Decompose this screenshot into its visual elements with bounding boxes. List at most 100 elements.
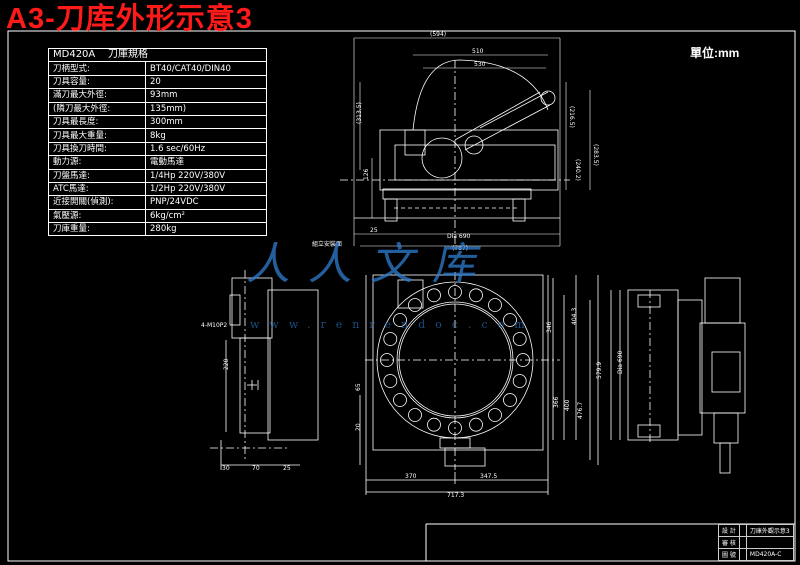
tool-pocket bbox=[393, 313, 407, 327]
spec-row: 刀具最長度:300mm bbox=[48, 114, 267, 130]
spec-row: ATC馬達:1/2Hp 220V/380V bbox=[48, 181, 267, 197]
spec-value: BT40/CAT40/DIN40 bbox=[145, 61, 267, 76]
dim-347-5: 347.5 bbox=[480, 473, 497, 480]
dim-25-side: 25 bbox=[283, 465, 291, 472]
dim-404-3: 404.3 bbox=[571, 308, 578, 325]
spec-heading: 刀庫規格 bbox=[107, 49, 148, 61]
watermark-url: www.renrendoc.com bbox=[250, 318, 535, 331]
tool-pocket bbox=[512, 374, 527, 388]
spec-key: 刀具容量: bbox=[48, 74, 146, 90]
spec-row: 刀盤馬達:1/4Hp 220V/380V bbox=[48, 168, 267, 183]
spec-key: (隣刀最大外徑: bbox=[48, 101, 146, 116]
dim-283-5: (283.5) bbox=[592, 144, 599, 166]
spec-value: 1.6 sec/60Hz bbox=[145, 141, 267, 157]
dim-370: 370 bbox=[405, 473, 417, 480]
title-block-cell: 圖 號 bbox=[718, 548, 740, 561]
dim-366: 366 bbox=[553, 396, 560, 408]
spec-value: PNP/24VDC bbox=[145, 195, 267, 210]
spec-value: 93mm bbox=[145, 88, 267, 103]
spec-row: 滿刀最大外徑:93mm bbox=[48, 88, 267, 103]
spec-row: 刀具換刀時間:1.6 sec/60Hz bbox=[48, 141, 267, 157]
spec-value: 1/2Hp 220V/380V bbox=[145, 181, 267, 197]
drawing-title: A3-刀库外形示意3 bbox=[6, 3, 253, 35]
top-view bbox=[340, 59, 570, 250]
tool-pocket bbox=[503, 313, 517, 327]
title-block-cell bbox=[738, 536, 747, 549]
tool-pocket bbox=[383, 332, 398, 346]
tool-pocket bbox=[408, 298, 422, 312]
tool-pocket bbox=[469, 417, 483, 432]
title-block-cell: 設 計 bbox=[718, 524, 740, 537]
dim-30: 30 bbox=[222, 465, 230, 472]
title-block-cell bbox=[738, 548, 747, 561]
top-view-dimension-text: (594) 510 530 (313.5) (216.5) (283.5) (2… bbox=[312, 31, 599, 252]
tool-pocket bbox=[427, 417, 441, 432]
spec-row: 氣壓源:6kg/cm² bbox=[48, 208, 267, 224]
dim-25: 25 bbox=[370, 227, 378, 234]
dim-510: 510 bbox=[472, 48, 484, 55]
side-view-dimension-text: 4-M10P2 220 30 70 25 bbox=[201, 322, 291, 472]
spec-row: 近接開關(偵測):PNP/24VDC bbox=[48, 195, 267, 210]
spec-key: 刀柄型式: bbox=[48, 61, 146, 76]
spec-row: 刀具容量:20 bbox=[48, 74, 267, 90]
spec-row: 刀庫重量:280kg bbox=[48, 222, 267, 237]
spec-table-header: MD420A 刀庫規格 bbox=[48, 47, 267, 63]
spec-key: 刀庫重量: bbox=[48, 222, 146, 237]
spec-key: 氣壓源: bbox=[48, 208, 146, 224]
right-view bbox=[610, 277, 746, 474]
dim-dia-690-top: Dia 690 bbox=[447, 233, 471, 240]
dim-dia-690-right: Dia 690 bbox=[617, 350, 624, 374]
dim-579-9: 579.9 bbox=[596, 362, 603, 379]
dim-787: (787) bbox=[452, 245, 468, 252]
dim-476-7: 476.7 bbox=[577, 402, 584, 419]
tool-pocket bbox=[503, 393, 517, 407]
tool-pocket bbox=[512, 332, 527, 346]
dim-717-3: 717.3 bbox=[447, 492, 464, 499]
dim-20: 20 bbox=[355, 423, 362, 431]
spec-value: 8kg bbox=[145, 128, 267, 143]
spec-key: 刀具最大重量: bbox=[48, 128, 146, 143]
title-block-cell: 審 核 bbox=[718, 536, 740, 549]
front-view-dimension-text: 20 65 370 347.5 717.3 346 404.3 579.9 36… bbox=[355, 308, 603, 499]
spec-key: 刀盤馬達: bbox=[48, 168, 146, 183]
spec-key: ATC馬達: bbox=[48, 181, 146, 197]
tool-pocket bbox=[383, 374, 398, 388]
title-block-cell bbox=[745, 536, 794, 549]
spec-key: 近接開關(偵測): bbox=[48, 195, 146, 210]
dim-220: 220 bbox=[223, 358, 230, 370]
unit-label: 單位:mm bbox=[690, 46, 740, 60]
tool-pocket bbox=[469, 288, 483, 303]
spec-model: MD420A bbox=[53, 49, 96, 61]
title-block-cell bbox=[738, 524, 747, 537]
tool-pocket bbox=[408, 408, 422, 422]
right-view-dimension-text: Dia 690 bbox=[617, 350, 624, 374]
tool-pocket bbox=[427, 288, 441, 303]
spec-value: 6kg/cm² bbox=[145, 208, 267, 224]
dim-216-5: (216.5) bbox=[568, 106, 575, 128]
tool-pocket bbox=[488, 408, 502, 422]
title-block-cell: 刀庫外觀示意3 bbox=[745, 524, 794, 537]
tool-pocket bbox=[448, 285, 462, 299]
dim-346: 346 bbox=[546, 321, 553, 333]
spec-value: 20 bbox=[145, 74, 267, 90]
tool-pocket bbox=[393, 393, 407, 407]
spec-value: 280kg bbox=[145, 222, 267, 237]
spec-row: 刀具最大重量:8kg bbox=[48, 128, 267, 143]
title-block-row: 審 核 bbox=[718, 536, 794, 549]
dim-594: (594) bbox=[430, 31, 446, 38]
side-view bbox=[210, 270, 319, 470]
dim-313-5: (313.5) bbox=[356, 102, 363, 124]
dim-530: 530 bbox=[474, 61, 486, 68]
spec-value: 300mm bbox=[145, 114, 267, 130]
front-view bbox=[359, 272, 599, 495]
spec-key: 刀具換刀時間: bbox=[48, 141, 146, 157]
spec-value: 1/4Hp 220V/380V bbox=[145, 168, 267, 183]
dim-400: 400 bbox=[564, 399, 571, 411]
dim-4-m10p2: 4-M10P2 bbox=[201, 322, 227, 329]
dim-65: 65 bbox=[355, 383, 362, 391]
dim-126: 126 bbox=[363, 168, 370, 180]
spec-row: (隣刀最大外徑:135mm) bbox=[48, 101, 267, 116]
